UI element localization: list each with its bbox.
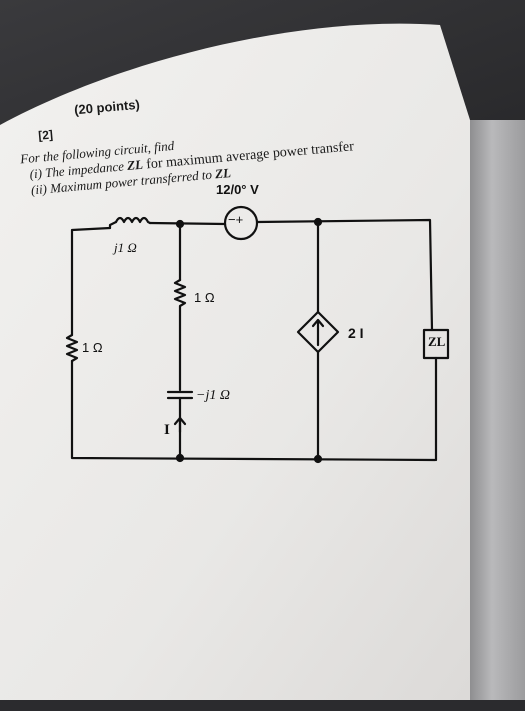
junction-dot <box>313 454 323 464</box>
junction-dot <box>175 219 185 229</box>
dependent-arrow-icon <box>311 318 325 347</box>
wire-left-top <box>70 226 112 337</box>
voltage-source-label: 12/0° V <box>216 182 259 197</box>
wire-top-right <box>255 218 434 332</box>
inductor <box>114 216 152 225</box>
book-edge <box>470 120 525 700</box>
current-arrow-icon <box>173 416 187 434</box>
resistor-left <box>65 333 79 363</box>
current-label: I <box>164 422 170 438</box>
wire-bottom <box>70 359 437 462</box>
inductor-label: j1 Ω <box>114 240 137 255</box>
voltage-source-icon <box>223 205 259 241</box>
resistor-mid-label: 1 Ω <box>194 290 215 305</box>
voltage-source-polarity: −+ <box>228 212 244 227</box>
wire-top-mid <box>148 221 227 226</box>
resistor-mid <box>173 278 187 392</box>
junction-dot <box>313 217 323 227</box>
load-box <box>422 328 450 360</box>
dependent-source-label: 2 I <box>348 325 364 341</box>
capacitor-label: −j1 Ω <box>196 388 230 403</box>
resistor-left-label: 1 Ω <box>82 340 103 355</box>
load-label: ZL <box>428 334 446 349</box>
wire-top-left <box>108 220 118 230</box>
junction-dot <box>175 453 185 463</box>
